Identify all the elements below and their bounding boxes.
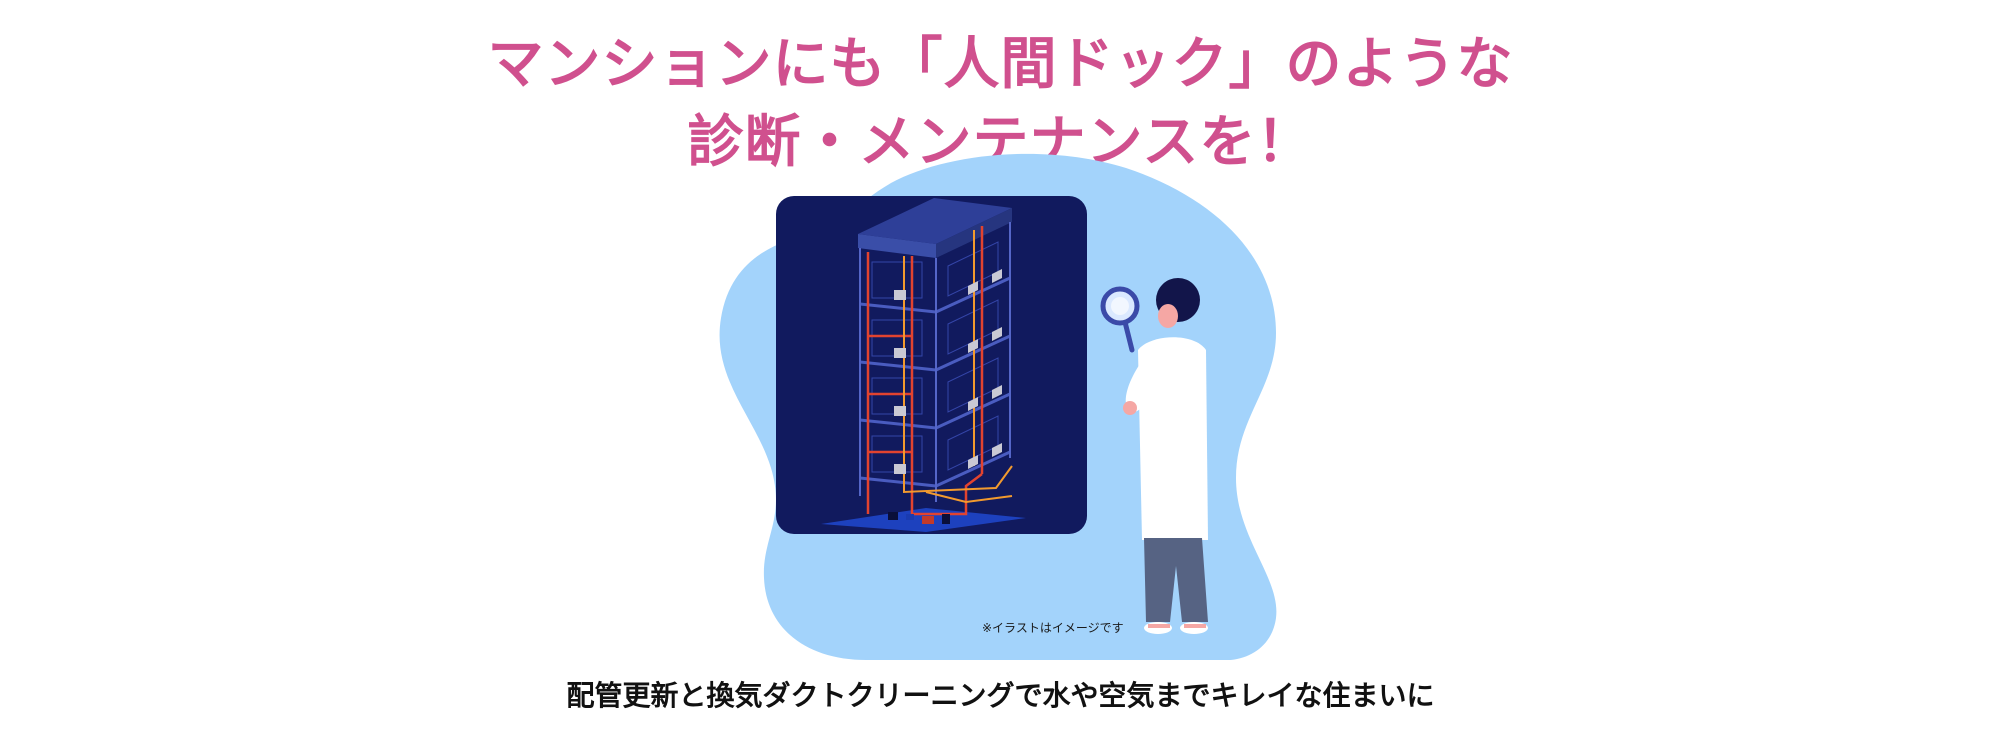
- building-illustration-panel: [776, 196, 1087, 534]
- building-cutaway-illustration: [821, 198, 1026, 532]
- inspector-person-illustration: [1100, 278, 1208, 634]
- magnifying-glass-icon: [1100, 286, 1140, 353]
- caption: 配管更新と換気ダクトクリーニングで水や空気までキレイな住まいに: [566, 679, 1435, 712]
- illustration-note: ※イラストはイメージです: [982, 621, 1124, 635]
- headline-line-1: マンションにも「人間ドック」のような: [487, 31, 1514, 97]
